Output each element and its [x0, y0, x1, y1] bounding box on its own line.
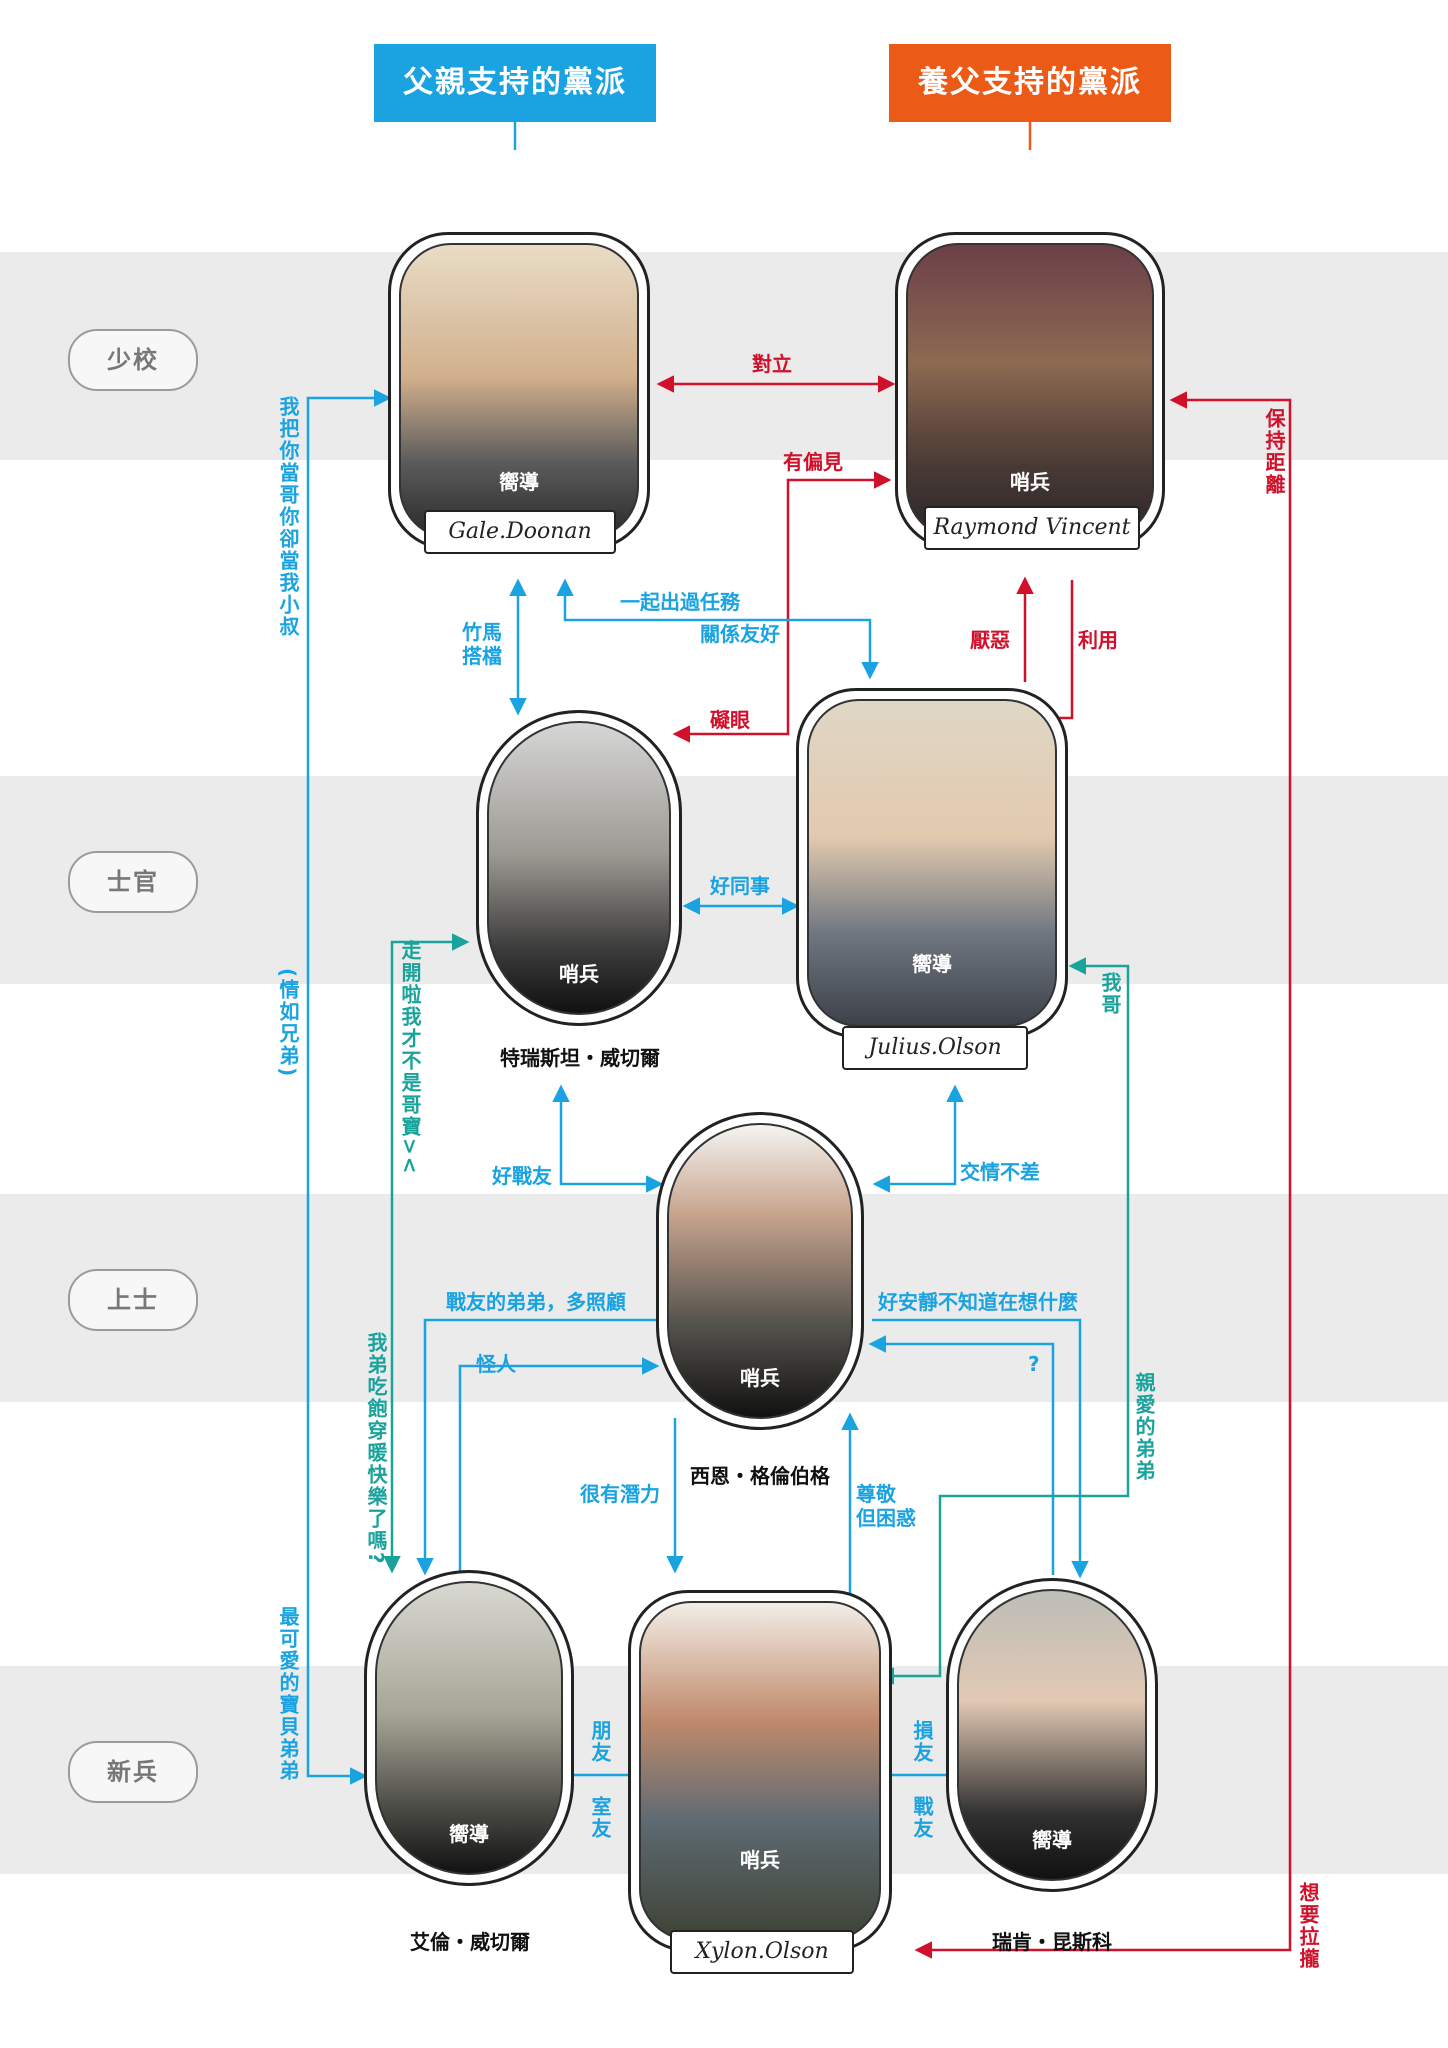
father-faction-header: 父親支持的黨派	[374, 44, 656, 122]
label-childhood-partner: 竹馬 搭檔	[462, 620, 502, 668]
label-comrades-brother: 戰友的弟弟，多照顧	[446, 1290, 626, 1314]
tristan-portrait[interactable]: 哨兵	[476, 710, 682, 1026]
label-friendship: 交情不差	[960, 1160, 1040, 1184]
label-like-brothers: (情如兄弟)	[276, 968, 300, 1079]
allen-name: 艾倫・威切爾	[410, 1930, 530, 1954]
label-comrade-b: 戰友	[910, 1796, 934, 1840]
question-line	[868, 1335, 1055, 1575]
xylon-role: 哨兵	[740, 1848, 780, 1872]
friendship-line	[872, 1084, 964, 1193]
raymond-ribbon: Raymond Vincent	[924, 506, 1140, 550]
tristan-role: 哨兵	[559, 962, 599, 986]
brother-uncle-line	[306, 389, 392, 1785]
allen-portrait[interactable]: 嚮導	[364, 1570, 574, 1886]
rank-label-staff-sergeant: 上士	[68, 1269, 198, 1331]
good-comrade-line	[552, 1084, 664, 1193]
label-go-away: 走開啦我才不是哥寶><	[398, 940, 422, 1176]
raymond-art	[906, 243, 1154, 539]
label-quiet: 好安靜不知道在想什麼	[878, 1290, 1078, 1314]
julius-ribbon: Julius.Olson	[842, 1026, 1028, 1070]
gale-portrait[interactable]: 嚮導	[388, 232, 650, 550]
raymond-role: 哨兵	[1010, 470, 1050, 494]
sean-portrait[interactable]: 哨兵	[656, 1112, 864, 1430]
label-question: ?	[1028, 1352, 1040, 1376]
xylon-ribbon: Xylon.Olson	[670, 1930, 854, 1974]
gale-role: 嚮導	[499, 470, 539, 494]
label-dear-brother: 親愛的弟弟	[1132, 1372, 1156, 1482]
label-want-closer: 想要拉攏	[1296, 1882, 1320, 1970]
mission-together-line	[556, 578, 879, 680]
label-cutest-brother: 最可愛的寶貝弟弟	[276, 1606, 300, 1782]
label-use: 利用	[1078, 628, 1118, 652]
label-good-comrade: 好戰友	[492, 1164, 552, 1188]
rank-label-recruit: 新兵	[68, 1741, 198, 1803]
keep-distance-want-closer-line	[914, 391, 1292, 1959]
weirdo-line	[458, 1357, 660, 1575]
foster-faction-header: 養父支持的黨派	[889, 44, 1171, 122]
xylon-art	[639, 1601, 881, 1941]
sean-art	[667, 1123, 853, 1419]
ryken-portrait[interactable]: 嚮導	[946, 1578, 1158, 1892]
allen-role: 嚮導	[449, 1822, 489, 1846]
label-friend-b: 損友	[910, 1720, 934, 1764]
tristan-art	[487, 721, 671, 1015]
label-good-colleague: 好同事	[710, 874, 770, 898]
label-oppose: 對立	[752, 352, 792, 376]
label-friend-a: 朋友	[588, 1720, 612, 1764]
rank-label-major: 少校	[68, 329, 198, 391]
julius-role: 嚮導	[912, 952, 952, 976]
ryken-art	[957, 1589, 1147, 1881]
gale-ribbon: Gale.Doonan	[424, 510, 616, 554]
julius-art	[807, 699, 1057, 1027]
rank-band-major	[0, 252, 1448, 460]
label-weirdo: 怪人	[476, 1352, 516, 1376]
julius-portrait[interactable]: 嚮導	[796, 688, 1068, 1038]
label-biased: 有偏見	[783, 450, 843, 474]
gale-art	[399, 243, 639, 539]
quiet-line	[872, 1318, 1089, 1579]
label-keep-distance: 保持距離	[1262, 408, 1286, 496]
xylon-portrait[interactable]: 哨兵	[628, 1590, 892, 1952]
label-good-relation: 關係友好	[700, 622, 780, 646]
tristan-name: 特瑞斯坦・威切爾	[500, 1046, 660, 1070]
raymond-portrait[interactable]: 哨兵	[895, 232, 1165, 550]
label-my-brother-fed: 我弟吃飽穿暖快樂了嗎?	[364, 1332, 388, 1566]
rank-band-sergeant	[0, 776, 1448, 984]
rank-label-sergeant: 士官	[68, 851, 198, 913]
sean-name: 西恩・格倫伯格	[690, 1464, 830, 1488]
label-eyesore: 礙眼	[710, 708, 750, 732]
label-respect: 尊敬 但困惑	[856, 1482, 916, 1530]
label-disgust: 厭惡	[970, 628, 1010, 652]
sean-role: 哨兵	[740, 1366, 780, 1390]
label-mission-together: 一起出過任務	[620, 590, 740, 614]
label-roommate: 室友	[588, 1796, 612, 1840]
ryken-name: 瑞肯・昆斯科	[992, 1930, 1112, 1954]
brother-care-line	[383, 933, 470, 1574]
label-potential: 很有潛力	[580, 1482, 660, 1506]
label-brother-uncle: 我把你當哥你卻當我小叔	[276, 396, 300, 638]
dear-brother-line	[876, 957, 1130, 1685]
allen-art	[375, 1581, 563, 1875]
ryken-role: 嚮導	[1032, 1828, 1072, 1852]
label-my-bro: 我哥	[1098, 972, 1122, 1016]
